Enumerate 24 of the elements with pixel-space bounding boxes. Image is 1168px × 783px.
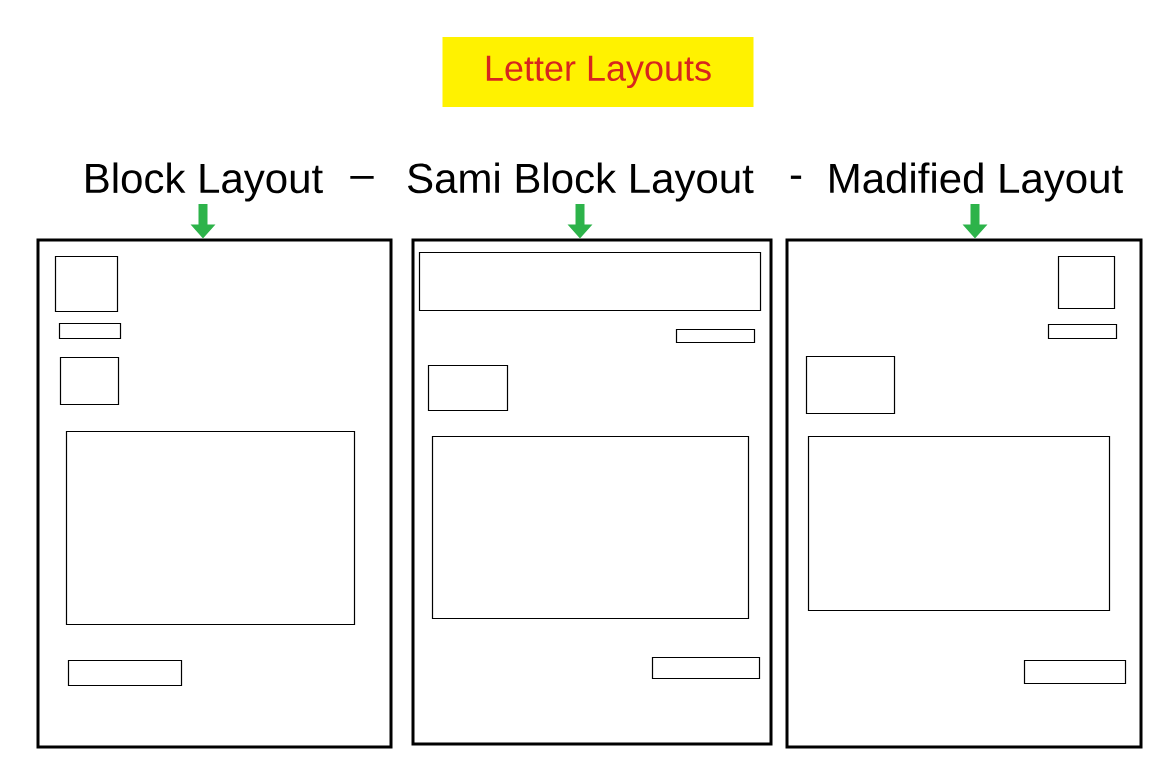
layout-box	[675, 328, 756, 344]
layout-box	[807, 435, 1111, 612]
letter-page	[411, 238, 773, 746]
separator-dash: -	[790, 175, 802, 179]
layout-box	[58, 322, 122, 340]
layout-box	[1057, 255, 1116, 310]
separator-dash: –	[350, 176, 374, 179]
letter-page	[785, 238, 1143, 749]
layout-heading: Block Layout	[86, 162, 323, 202]
title-banner: Letter Layouts	[442, 37, 754, 107]
layout-box	[59, 356, 120, 406]
layout-box	[1023, 659, 1127, 685]
letter-page	[36, 238, 393, 749]
layout-box	[431, 435, 750, 620]
layout-box	[427, 364, 509, 412]
layout-box	[65, 430, 356, 626]
layout-box	[67, 659, 183, 687]
layout-heading: Madified Layout	[830, 162, 1123, 202]
layout-box	[1047, 323, 1118, 340]
layout-box	[651, 656, 761, 680]
layout-box	[805, 355, 896, 415]
layout-box	[418, 251, 762, 312]
layout-heading: Sami Block Layout	[408, 162, 754, 202]
layout-box	[54, 255, 119, 313]
